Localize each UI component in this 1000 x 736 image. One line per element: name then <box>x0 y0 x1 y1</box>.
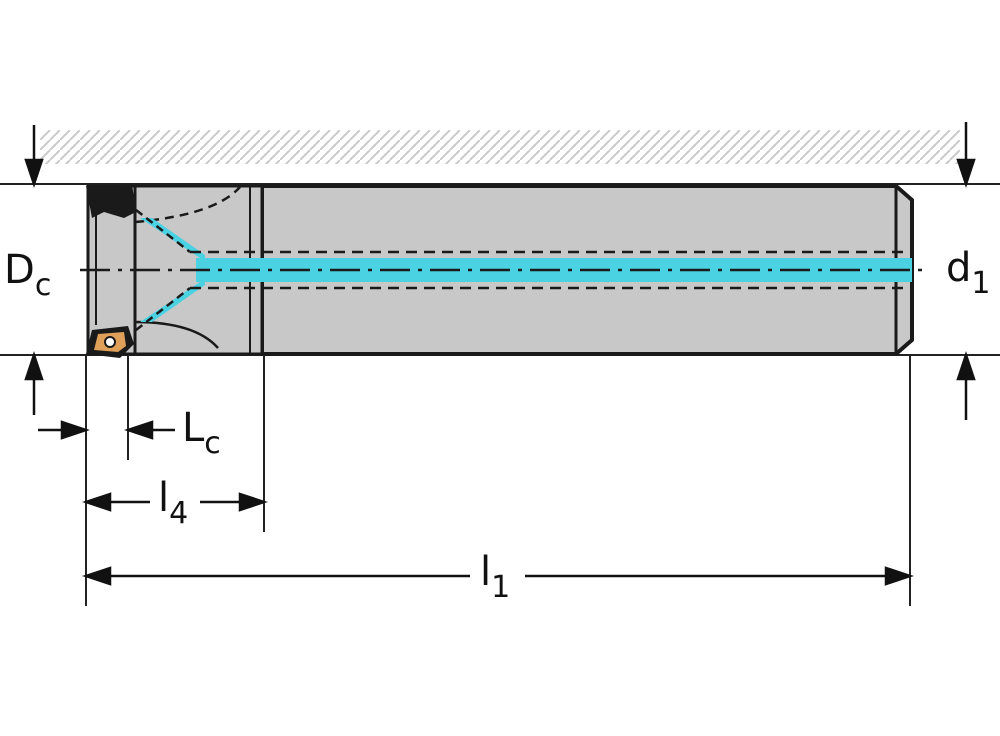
l1-arrows <box>82 566 914 586</box>
dc-label: Dc <box>4 247 52 303</box>
l4-label: l4 <box>158 475 189 531</box>
l4-arrows <box>82 492 268 512</box>
d1-arrows <box>956 122 976 420</box>
l1-label: l1 <box>480 549 511 605</box>
insert-pocket-top <box>86 184 136 218</box>
d1-label: d1 <box>946 245 991 301</box>
section-hatch <box>40 130 960 164</box>
dc-arrows <box>24 125 44 415</box>
lc-arrows <box>38 420 175 440</box>
lc-label: Lc <box>182 405 221 461</box>
cutting-insert <box>86 326 134 358</box>
